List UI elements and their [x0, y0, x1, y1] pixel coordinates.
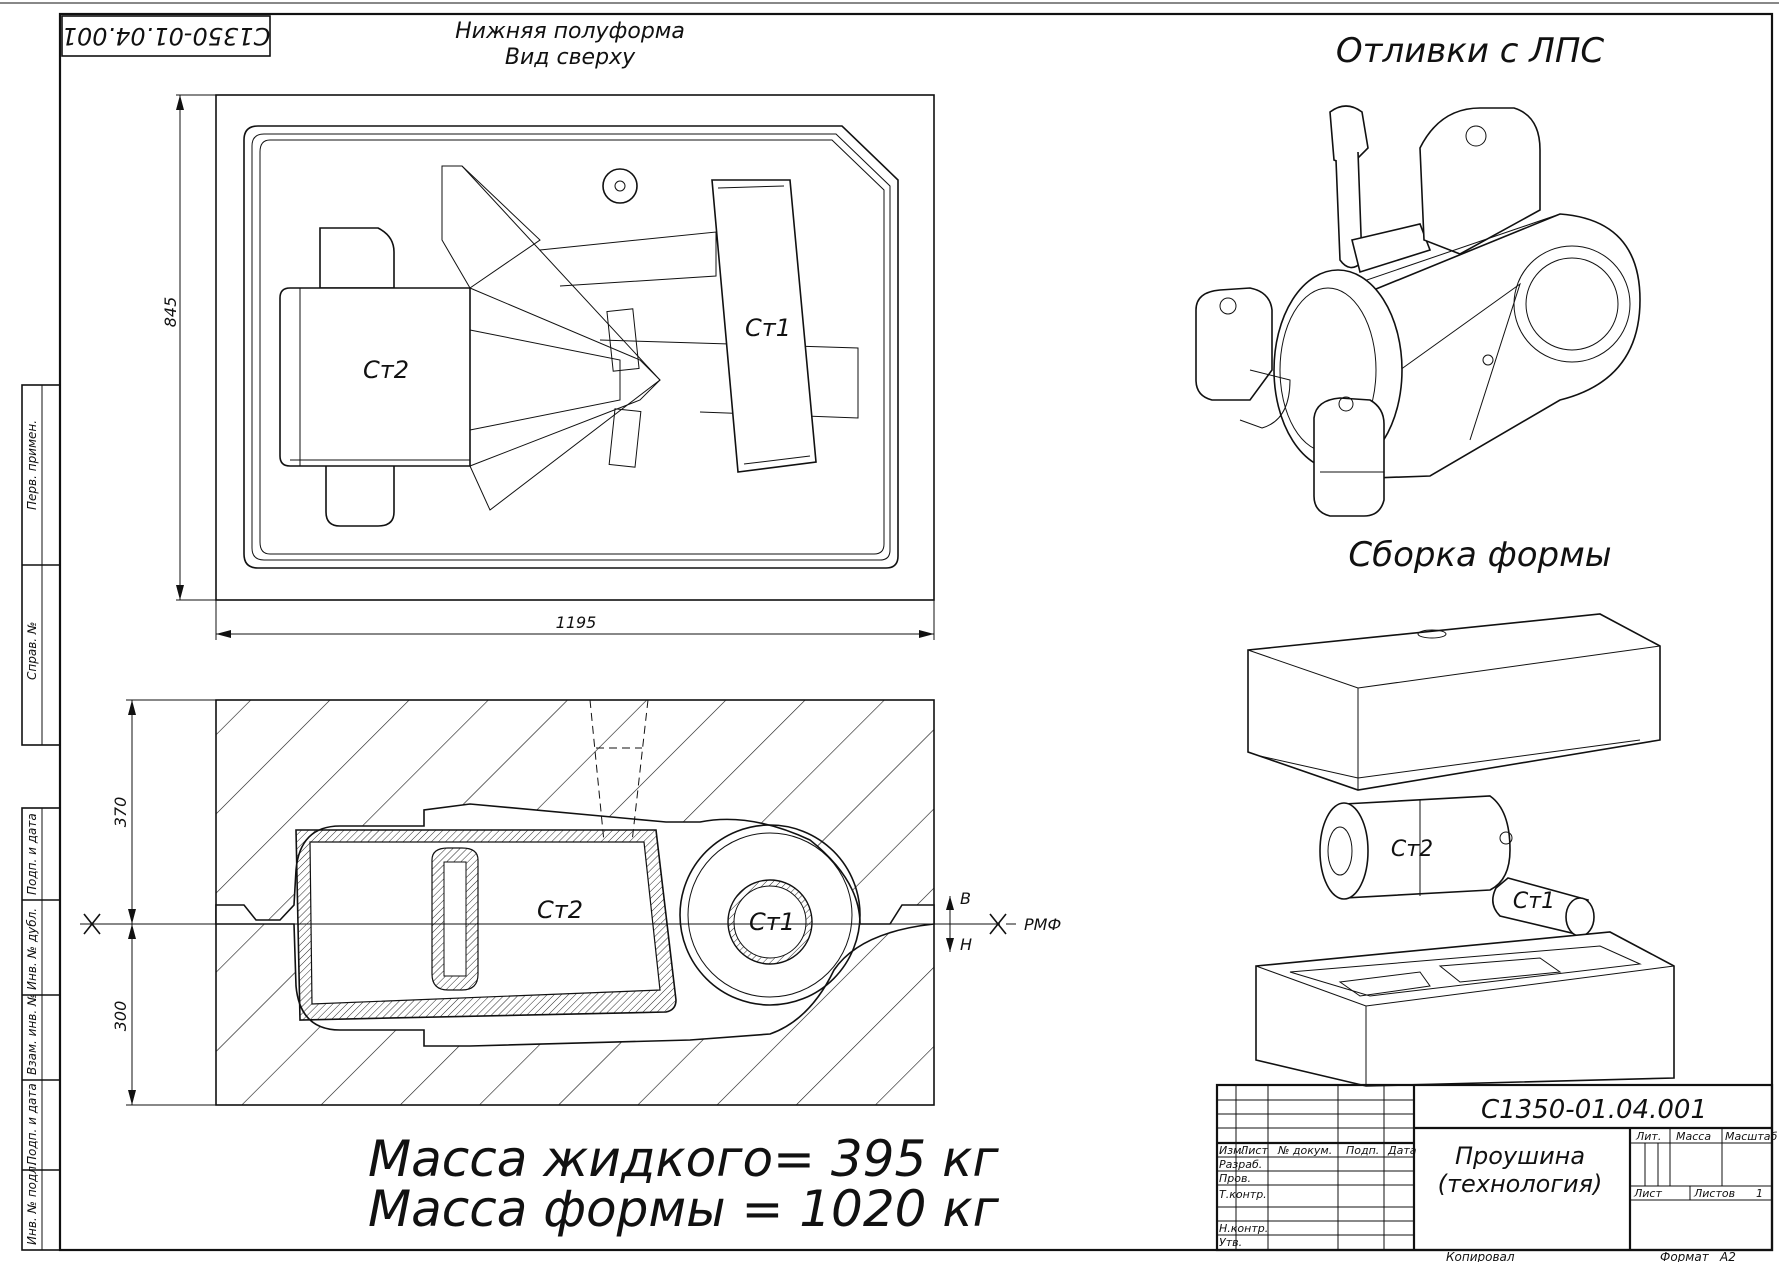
tb-code: С1350-01.04.001 [1481, 1095, 1707, 1125]
tb-name-2: (технология) [1438, 1170, 1603, 1198]
mass-notes: Масса жидкого= 395 кг Масса формы = 1020… [368, 1130, 1000, 1238]
tb-col-ndokum: № докум. [1277, 1144, 1332, 1157]
top-dim-width: 1195 [556, 613, 597, 632]
tb-lit: Лит. [1635, 1130, 1661, 1143]
section-label-b: В [960, 889, 971, 908]
stamp-podp-data-2: Подп. и дата [25, 1083, 39, 1165]
section-dim-lower: 300 [111, 1001, 130, 1032]
tb-col-izm: Изм. [1219, 1144, 1245, 1157]
tb-massa: Масса [1676, 1130, 1711, 1143]
castings-view: Отливки с ЛПС [1195, 31, 1641, 517]
assembly-st2-label: Ст2 [1391, 837, 1433, 862]
title-block: С1350-01.04.001 Проушина (технология) Из… [1215, 1083, 1777, 1252]
assembly-view: Сборка формы Ст2 Ст1 [1247, 535, 1675, 1087]
tb-row-prov: Пров. [1219, 1172, 1251, 1185]
section-label-rmf: РМФ [1024, 915, 1061, 934]
stamp-vzam-inv: Взам. инв. № [25, 994, 39, 1075]
top-view-title-1: Нижняя полуформа [455, 19, 685, 44]
side-stamp: Перв. примен. Справ. № Подп. и дата Инв.… [21, 384, 61, 1251]
top-st1-label: Ст1 [745, 314, 791, 342]
castings-title: Отливки с ЛПС [1336, 31, 1605, 71]
tb-listov-value: 1 [1756, 1187, 1763, 1200]
top-view-title-2: Вид сверху [505, 45, 636, 70]
section-view: Ст2 Ст1 В Н РМФ 370 300 [80, 699, 1061, 1106]
section-st2-label: Ст2 [537, 896, 583, 924]
stamp-inv-dubl: Инв. № дубл. [25, 908, 39, 990]
tb-col-podp: Подп. [1346, 1144, 1379, 1157]
tb-masshtab: Масштаб [1725, 1130, 1777, 1143]
section-label-h: Н [960, 935, 972, 954]
section-dim-upper: 370 [111, 797, 130, 828]
top-dim-height: 845 [161, 297, 180, 328]
footer-format-value: А2 [1719, 1250, 1736, 1262]
assembly-title: Сборка формы [1348, 535, 1611, 575]
stamp-inv-podl: Инв. № подл. [25, 1162, 39, 1245]
mass-liquid: Масса жидкого= 395 кг [368, 1130, 999, 1188]
mass-mold: Масса формы = 1020 кг [368, 1180, 1000, 1238]
top-st2-label: Ст2 [363, 356, 409, 384]
tb-listov: Листов [1693, 1187, 1735, 1200]
footer-format-label: Формат [1660, 1250, 1710, 1262]
assembly-st1-label: Ст1 [1513, 889, 1555, 914]
tb-list: Лист [1633, 1187, 1662, 1200]
stamp-perv-primen: Перв. примен. [25, 420, 39, 510]
tb-row-tkontr: Т.контр. [1219, 1188, 1267, 1201]
tb-row-utv: Утв. [1219, 1236, 1242, 1249]
stamp-sprav: Справ. № [25, 622, 39, 680]
mirrored-code-text: С1350-01.04.001 [62, 22, 271, 50]
stamp-podp-data-1: Подп. и дата [25, 813, 39, 895]
tb-name-1: Проушина [1455, 1142, 1585, 1170]
footer-kopiroval: Копировал [1446, 1250, 1515, 1262]
tb-row-nkontr: Н.контр. [1219, 1222, 1268, 1235]
section-st1-label: Ст1 [749, 908, 795, 936]
tb-col-list: Лист [1239, 1144, 1268, 1157]
tb-col-data: Дата [1387, 1144, 1417, 1157]
mirrored-code-box: С1350-01.04.001 [61, 15, 271, 57]
top-view: Нижняя полуформа Вид сверху Ст2 Ст1 [161, 19, 935, 640]
sheet-footer: Копировал Формат А2 [1446, 1250, 1736, 1262]
tb-row-razrab: Разраб. [1219, 1158, 1262, 1171]
